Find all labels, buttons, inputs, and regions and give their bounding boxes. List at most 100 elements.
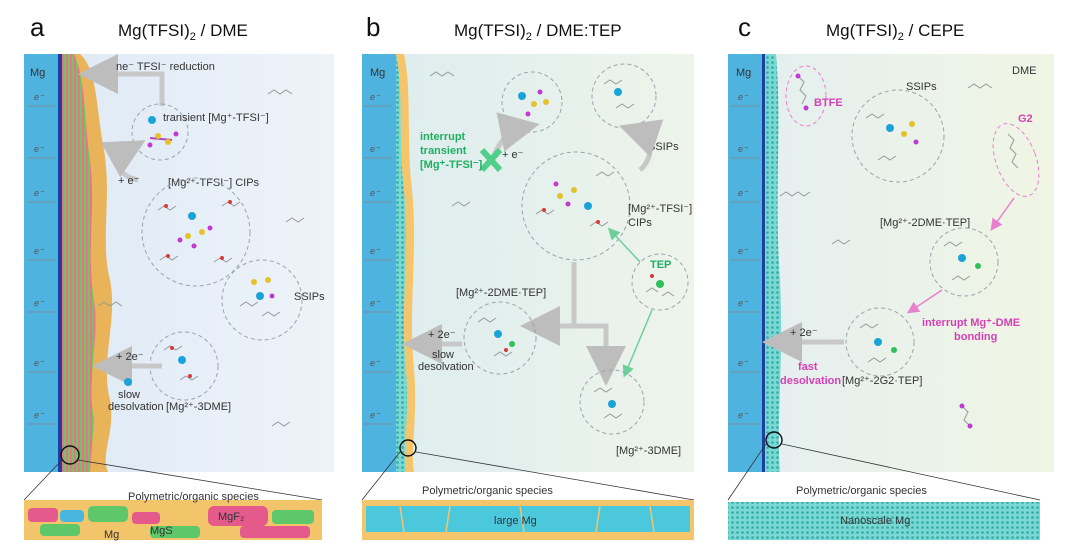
panel-a-ssips-label: SSIPs (294, 291, 325, 303)
panel-c: c Mg(TFSI)2 / CEPE Mg e⁻ e⁻ e⁻ e⁻ e⁻ e⁻ … (727, 12, 1054, 540)
panel-b-slow-label: slow (432, 349, 454, 361)
panel-b-branch-arrow-down (574, 323, 626, 386)
panel-b-letter: b (366, 12, 380, 42)
panel-b-zoom-circle (399, 439, 417, 457)
panel-c-fast-label: fast (798, 361, 818, 373)
panel-c-electrode-label: Mg (736, 67, 751, 79)
panel-a-title: Mg(TFSI)2 / DME (118, 21, 248, 43)
panel-c-electrode-edge (762, 54, 765, 472)
panel-a-sei-inner (62, 54, 96, 472)
panel-a-electron-arrows: e⁻ e⁻ e⁻ e⁻ e⁻ e⁻ e⁻ (28, 92, 56, 425)
svg-text:e⁻: e⁻ (34, 358, 45, 368)
panel-a-cips-label: [Mg²⁺-TFSI⁻] CIPs (168, 177, 260, 189)
panel-b-interrupt-3: [Mg⁺-TFSI⁻] (420, 159, 483, 171)
panel-b-2dmetep-molecules (477, 317, 515, 357)
panel-c-free-dme (779, 83, 993, 245)
panel-b-interrupt-2: transient (420, 145, 467, 157)
svg-text:e⁻: e⁻ (370, 410, 381, 420)
panel-c-interrupt-1: interrupt Mg⁺-DME (922, 317, 1020, 329)
svg-text:e⁻: e⁻ (34, 92, 45, 102)
panel-c-ssips-cluster (851, 89, 945, 183)
panel-b-electron-arrows: e⁻ e⁻ e⁻ e⁻ e⁻ e⁻ e⁻ (364, 92, 392, 425)
panel-b-plus-2e-label: + 2e⁻ (428, 329, 456, 341)
panel-b-free-dme (429, 71, 471, 207)
panel-a-inset-mgs: MgS (150, 525, 173, 537)
panel-c-ssips-molecules (865, 113, 919, 161)
panel-a-mg-ion (148, 116, 156, 124)
panel-a-inset-mg: Mg (104, 529, 119, 541)
panel-a-reduction-arrow (78, 54, 165, 106)
panel-a-3dme-label: [Mg²⁺-3DME] (166, 401, 231, 413)
panel-b: b Mg(TFSI)2 / DME:TEP Mg e⁻ e⁻ e⁻ e⁻ e⁻ … (361, 12, 695, 540)
panel-c-g2-molecule (1007, 133, 1019, 169)
panel-a-slow-label: slow (118, 389, 140, 401)
panel-a-tfsi-molecule (147, 131, 179, 148)
panel-a-inset-mgf2: MgF₂ (218, 511, 244, 523)
panel-b-mg-electrode (362, 54, 396, 472)
panel-b-tep-arrow-up (607, 227, 641, 263)
panel-b-ssips-label: SSIPs (648, 141, 679, 153)
panel-c-2g2tep-molecules (859, 323, 897, 363)
svg-text:e⁻: e⁻ (370, 246, 381, 256)
panel-c-electron-arrows: e⁻ e⁻ e⁻ e⁻ e⁻ e⁻ e⁻ (730, 92, 760, 425)
panel-b-cips-molecules (535, 171, 615, 227)
svg-text:e⁻: e⁻ (34, 188, 45, 198)
panel-a-transient-label: transient [Mg⁺-TFSI⁻] (163, 112, 269, 124)
svg-text:e⁻: e⁻ (34, 298, 45, 308)
panel-c-desolvation-label: desolvation (780, 375, 841, 387)
panel-b-tep-label: TEP (650, 259, 671, 271)
svg-text:e⁻: e⁻ (738, 410, 749, 420)
panel-c-inset-caption: Polymetric/organic species (796, 485, 927, 497)
panel-a-electrode-edge (58, 54, 62, 472)
panel-b-ssip-arrow (619, 119, 664, 172)
panel-b-2dmetep-cluster (463, 301, 537, 375)
panel-c-dme-label: DME (1012, 65, 1036, 77)
panel-c-2dmetep-cluster (929, 227, 999, 297)
panel-b-desolvation-label: desolvation (418, 361, 474, 373)
panel-c-free-btfe (959, 403, 973, 429)
panel-b-inset-large: large Mg (494, 515, 537, 527)
panel-a-ssips-cluster (221, 259, 303, 341)
panel-a-zoom-circle (60, 445, 80, 465)
panel-b-tep-arrow-down (622, 309, 653, 378)
panel-c-2dmetep-molecules (943, 241, 981, 281)
panel-b-ssips-molecules (603, 79, 635, 109)
panel-b-tep-molecule (645, 274, 675, 297)
panel-a-plus-e-label: + e⁻ (118, 175, 140, 187)
panel-b-3dme-cluster (579, 369, 645, 435)
svg-text:e⁻: e⁻ (738, 246, 749, 256)
panel-a-free-dme (97, 89, 305, 427)
panel-b-inset-grain-boundaries (399, 505, 655, 533)
panel-c-plus-2e-label: + 2e⁻ (790, 327, 818, 339)
svg-text:e⁻: e⁻ (34, 410, 45, 420)
panel-a-cips-ion (188, 212, 196, 220)
svg-text:e⁻: e⁻ (370, 188, 381, 198)
panel-a-transient-cluster (131, 103, 189, 161)
panel-a-mg-electrode (24, 54, 60, 472)
svg-text:e⁻: e⁻ (370, 298, 381, 308)
panel-c-inset (728, 502, 1040, 540)
svg-text:e⁻: e⁻ (34, 246, 45, 256)
panel-a-inset-grains (28, 506, 314, 538)
panel-a-inset-caption: Polymetric/organic species (128, 491, 259, 503)
svg-text:e⁻: e⁻ (34, 144, 45, 154)
panel-b-cips-label-1: [Mg²⁺-TFSI⁻] (628, 203, 692, 215)
panel-b-sei-inner (396, 54, 408, 472)
panel-b-title: Mg(TFSI)2 / DME:TEP (454, 21, 622, 43)
panel-c-g2-label: G2 (1018, 113, 1033, 125)
panel-b-2dmetep-label: [Mg²⁺-2DME·TEP] (456, 287, 546, 299)
panel-c-title: Mg(TFSI)2 / CEPE (826, 21, 964, 43)
panel-c-background (728, 54, 1054, 472)
svg-text:e⁻: e⁻ (738, 358, 749, 368)
panel-c-interrupt-arrow (907, 289, 943, 314)
svg-text:e⁻: e⁻ (370, 144, 381, 154)
panel-a-electrode-label: Mg (30, 67, 45, 79)
panel-a-cips-molecules (157, 200, 241, 263)
panel-c-btfe-label: BTFE (814, 97, 843, 109)
panel-a-reduction-label: ne⁻ TFSI⁻ reduction (116, 61, 215, 73)
svg-text:e⁻: e⁻ (738, 188, 749, 198)
svg-text:e⁻: e⁻ (370, 92, 381, 102)
panel-a-3dme-molecules (163, 345, 199, 381)
panel-c-interrupt-2: bonding (954, 331, 997, 343)
panel-c-btfe-cluster (785, 65, 827, 127)
